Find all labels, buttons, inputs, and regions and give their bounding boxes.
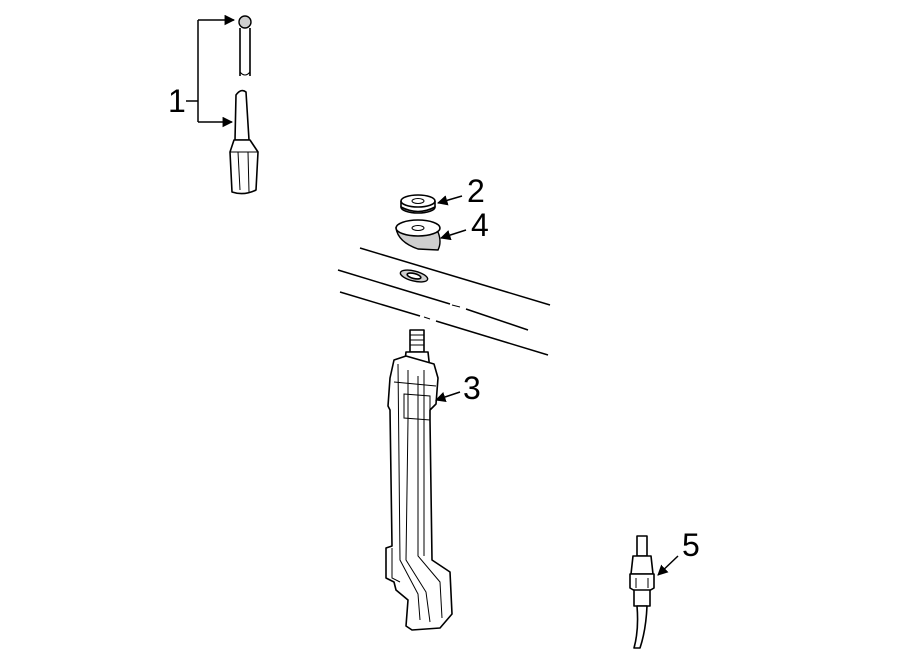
body-panel (337, 247, 551, 356)
antenna-mast-part (229, 15, 259, 195)
callout-2-leader (436, 195, 463, 206)
pad-part (395, 219, 441, 251)
callout-5-leader (657, 555, 679, 576)
callout-label-1: 1 (168, 83, 186, 119)
callout-label-4: 4 (471, 207, 489, 243)
callout-label-2: 2 (467, 173, 485, 209)
callout-label-3: 3 (463, 370, 481, 406)
antenna-cable-part (629, 535, 655, 649)
antenna-base-part (385, 329, 453, 631)
callout-1-bracket (186, 14, 236, 128)
callout-3-leader (435, 391, 461, 402)
nut-part (400, 194, 436, 214)
callout-4-leader (439, 229, 467, 241)
callout-label-5: 5 (682, 527, 700, 563)
